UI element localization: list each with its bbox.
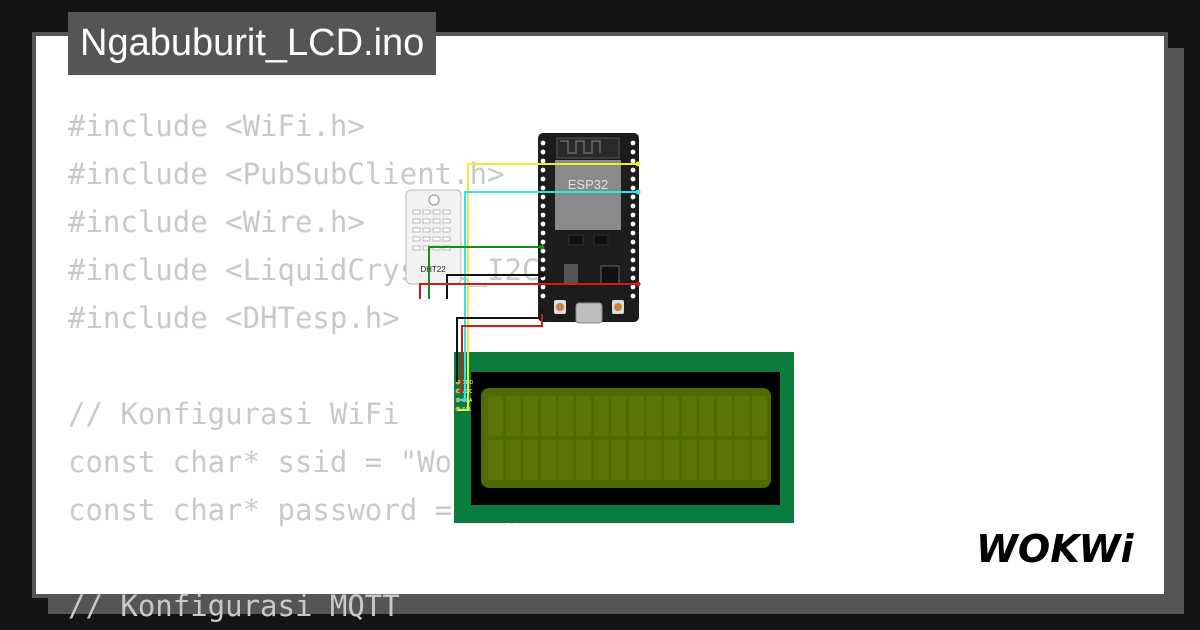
lcd-cell <box>488 440 503 480</box>
header-pin <box>540 194 546 200</box>
wire-endpoints <box>539 161 641 287</box>
header-pin <box>540 203 546 209</box>
lcd-cell <box>505 396 521 436</box>
wire-cyan <box>458 191 638 401</box>
header-pin <box>540 239 546 245</box>
code-line: #include <WiFi.h> <box>68 109 365 143</box>
header-pin <box>540 167 546 173</box>
header-pin <box>630 266 636 272</box>
lcd-cell <box>681 396 697 436</box>
lcd-cell <box>681 440 697 480</box>
lcd-cell <box>734 440 750 480</box>
lcd-cell <box>716 440 732 480</box>
wokwi-logo[interactable]: WOKWi <box>974 526 1146 574</box>
code-line: #include <PubSubClient.h> <box>68 157 505 191</box>
header-pin <box>630 284 636 290</box>
wires <box>419 163 638 411</box>
code-background: #include <WiFi.h> #include <PubSubClient.… <box>68 102 644 630</box>
esp32-board[interactable]: ESP32 <box>538 133 639 324</box>
lcd-cell <box>699 440 715 480</box>
lcd-cell <box>646 396 662 436</box>
lcd-cell <box>752 396 767 436</box>
header-pin <box>630 149 636 155</box>
header-pin <box>630 293 636 299</box>
header-pin <box>630 248 636 254</box>
wire-red-lcd <box>458 314 543 392</box>
header-pin <box>540 158 546 164</box>
lcd-cell <box>558 396 574 436</box>
lcd-cell <box>540 440 556 480</box>
lcd-cell <box>576 440 591 480</box>
lcd-cell <box>611 396 627 436</box>
usb-port <box>575 302 603 324</box>
wire-black-lcd <box>456 308 543 382</box>
header-pin <box>630 185 636 191</box>
lcd-cell <box>699 396 715 436</box>
lcd-cell <box>664 396 679 436</box>
lcd-cell <box>716 396 732 436</box>
header-pin <box>630 194 636 200</box>
code-line: #include <DHTesp.h> <box>68 301 400 335</box>
header-pin <box>540 221 546 227</box>
header-pin <box>630 275 636 281</box>
header-pin <box>630 203 636 209</box>
lcd-cell <box>523 440 539 480</box>
wire-black-dht <box>446 274 542 299</box>
wire-yellow <box>458 163 638 411</box>
lcd-cell <box>628 396 644 436</box>
header-pin <box>630 167 636 173</box>
lcd-cell <box>611 440 627 480</box>
lcd-cell <box>558 440 574 480</box>
header-pin <box>540 266 546 272</box>
code-line: // Konfigurasi WiFi <box>68 397 400 431</box>
lcd-cell <box>505 440 521 480</box>
lcd-cell <box>628 440 644 480</box>
lcd-cell <box>646 440 662 480</box>
header-pin <box>540 149 546 155</box>
header-pin <box>540 293 546 299</box>
header-pin <box>540 140 546 146</box>
header-pin <box>630 212 636 218</box>
header-pin <box>630 140 636 146</box>
header-pin <box>540 185 546 191</box>
wire-green <box>428 246 542 299</box>
board-buttons <box>554 300 624 314</box>
dht22-sensor[interactable]: DHT22 <box>405 189 462 285</box>
project-filename: Ngabuburit_LCD.ino <box>68 12 437 75</box>
code-line: // Konfigurasi MQTT <box>68 589 400 623</box>
header-pin <box>630 239 636 245</box>
code-line: #include <Wire.h> <box>68 205 365 239</box>
lcd-cell <box>593 396 609 436</box>
lcd-cell <box>752 440 767 480</box>
header-pin <box>540 284 546 290</box>
header-pin <box>540 176 546 182</box>
header-pin <box>540 257 546 263</box>
lcd-cell <box>540 396 556 436</box>
lcd-character-grid <box>488 396 767 480</box>
header-pin <box>540 212 546 218</box>
header-pins <box>540 140 636 299</box>
mcu-label: ESP32 <box>568 177 608 192</box>
lcd-cell <box>488 396 503 436</box>
logo-text: WOKWi <box>976 527 1135 571</box>
wire-red-dht <box>419 283 638 299</box>
header-pin <box>540 230 546 236</box>
esp32-module <box>555 160 621 230</box>
header-pin <box>630 158 636 164</box>
header-pin <box>630 176 636 182</box>
lcd-cell <box>523 396 539 436</box>
lcd-cell <box>734 396 750 436</box>
lcd-cell <box>576 396 591 436</box>
header-pin <box>540 248 546 254</box>
lcd-cell <box>593 440 609 480</box>
sensor-label: DHT22 <box>420 265 446 274</box>
header-pin <box>630 257 636 263</box>
lcd-cell <box>664 440 679 480</box>
header-pin <box>630 221 636 227</box>
header-pin <box>630 230 636 236</box>
